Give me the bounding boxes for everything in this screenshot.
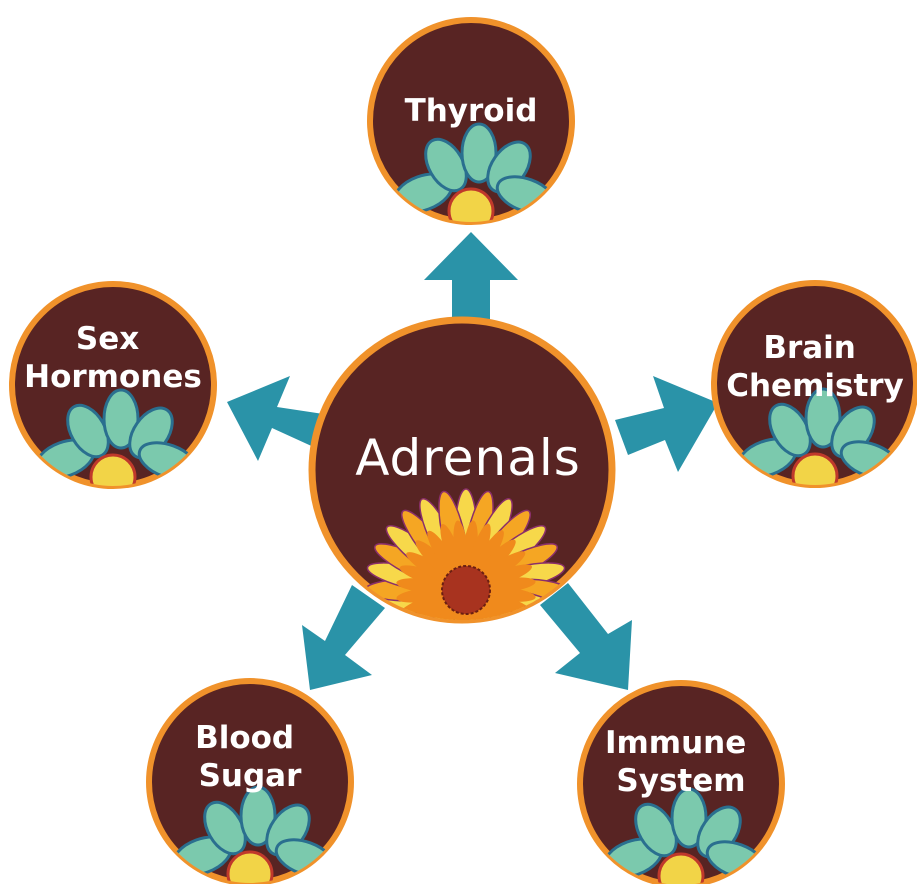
node-label-line: Blood xyxy=(195,720,294,756)
node-label-line: Hormones xyxy=(24,359,202,395)
flower-center xyxy=(659,854,703,884)
node-label-line: Thyroid xyxy=(405,93,538,129)
svg-text:Thyroid: Thyroid xyxy=(405,93,538,129)
node-thyroid: Thyroid xyxy=(370,20,572,233)
flower-center xyxy=(91,455,135,499)
node-label-line: Brain xyxy=(763,330,856,366)
node-brain-chemistry: Brain Chemistry xyxy=(714,283,916,498)
node-label-line: Chemistry xyxy=(726,368,904,404)
center-label: Adrenals xyxy=(355,429,581,487)
node-label-line: Sugar xyxy=(199,758,303,794)
flower-center xyxy=(793,454,837,498)
arrow-to-thyroid xyxy=(424,232,518,330)
arrow-to-immune-system xyxy=(540,583,632,690)
flower-center xyxy=(228,852,272,884)
node-label-line: System xyxy=(616,763,745,799)
node-sex-hormones: Sex Hormones xyxy=(12,284,214,499)
node-label-line: Sex xyxy=(76,321,139,357)
arrow-to-blood-sugar xyxy=(302,585,385,690)
flower-center xyxy=(449,189,493,233)
node-blood-sugar: Blood Sugar xyxy=(149,681,351,884)
node-immune-system: Immune System xyxy=(580,683,782,884)
sunflower-disk xyxy=(442,566,490,614)
arrow-to-brain-chemistry xyxy=(615,376,718,472)
node-label-line: Immune xyxy=(605,725,746,761)
